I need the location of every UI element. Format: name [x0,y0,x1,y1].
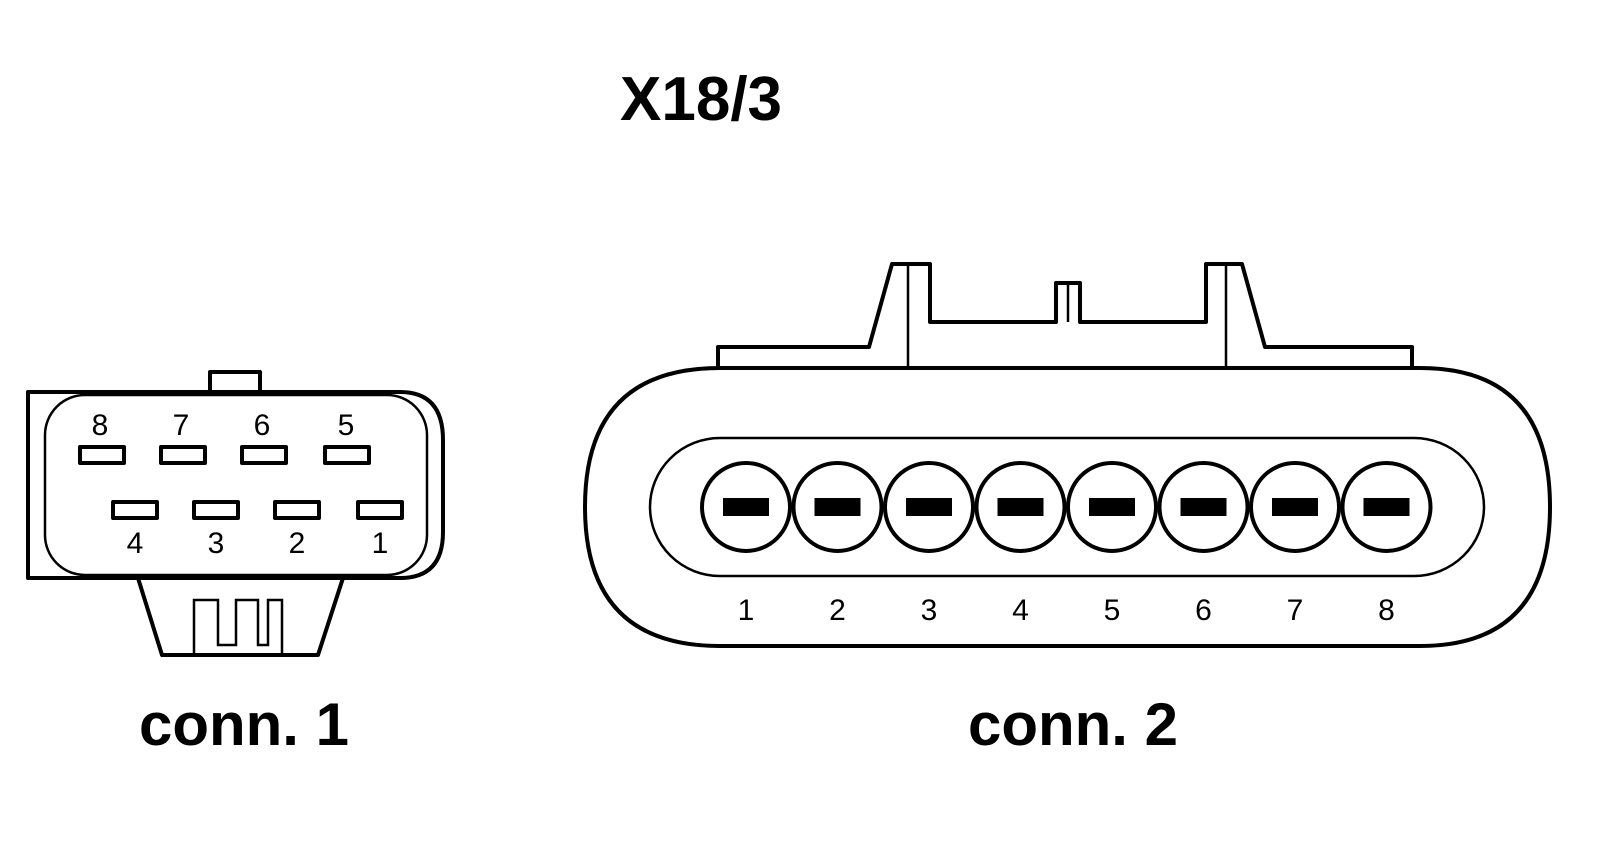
connector-2-caption: conn. 2 [968,691,1178,758]
connector-1-latch-detail [192,598,284,655]
pin-terminal [111,500,159,520]
connector-1-shell [26,390,445,580]
connector-1-top-row: 8 7 6 5 [78,409,371,465]
pin-label: 1 [738,594,755,627]
pin-label: 8 [92,409,109,442]
connector-1-caption: conn. 1 [139,691,349,758]
connector-1-cavity [43,393,429,577]
pin-label: 7 [173,409,190,442]
connector-2: 1 2 3 4 5 6 7 8 conn. 2 [583,262,1552,758]
pin-terminal [814,498,861,516]
pin-label: 7 [1287,594,1304,627]
pin-terminal [78,445,126,465]
pin-terminal [356,500,404,520]
pin-terminal [192,500,240,520]
pin-label: 6 [254,409,271,442]
pin-label: 4 [127,527,144,560]
pin-label: 1 [372,527,389,560]
pin-label: 3 [921,594,938,627]
pin-label: 6 [1195,594,1212,627]
pin-label: 4 [1012,594,1029,627]
pin-label: 8 [1378,594,1395,627]
pin-terminal [1272,498,1318,516]
pin-terminal [1180,498,1227,516]
connector-1: 8 7 6 5 4 3 2 1 conn. 1 [26,370,445,758]
connector-1-bottom-row: 4 3 2 1 [111,500,404,560]
pin-terminal [906,498,952,516]
pin-terminal [240,445,288,465]
pin-label: 5 [338,409,355,442]
pin-label: 2 [289,527,306,560]
connector-2-pins [700,461,1433,553]
pin-terminal [723,498,769,516]
connector-2-pin-labels: 1 2 3 4 5 6 7 8 [738,594,1395,627]
connector-1-latch [136,576,345,657]
pin-label: 2 [829,594,846,627]
pin-terminal [1363,498,1410,516]
pin-terminal [323,445,371,465]
diagram-title: X18/3 [620,65,782,134]
pin-label: 5 [1104,594,1121,627]
connector-2-latch [716,262,1414,368]
pin-terminal [159,445,207,465]
connector-2-cavity [648,436,1486,578]
pin-terminal [1089,498,1135,516]
pin-terminal [997,498,1044,516]
pin-terminal [273,500,321,520]
pin-label: 3 [208,527,225,560]
